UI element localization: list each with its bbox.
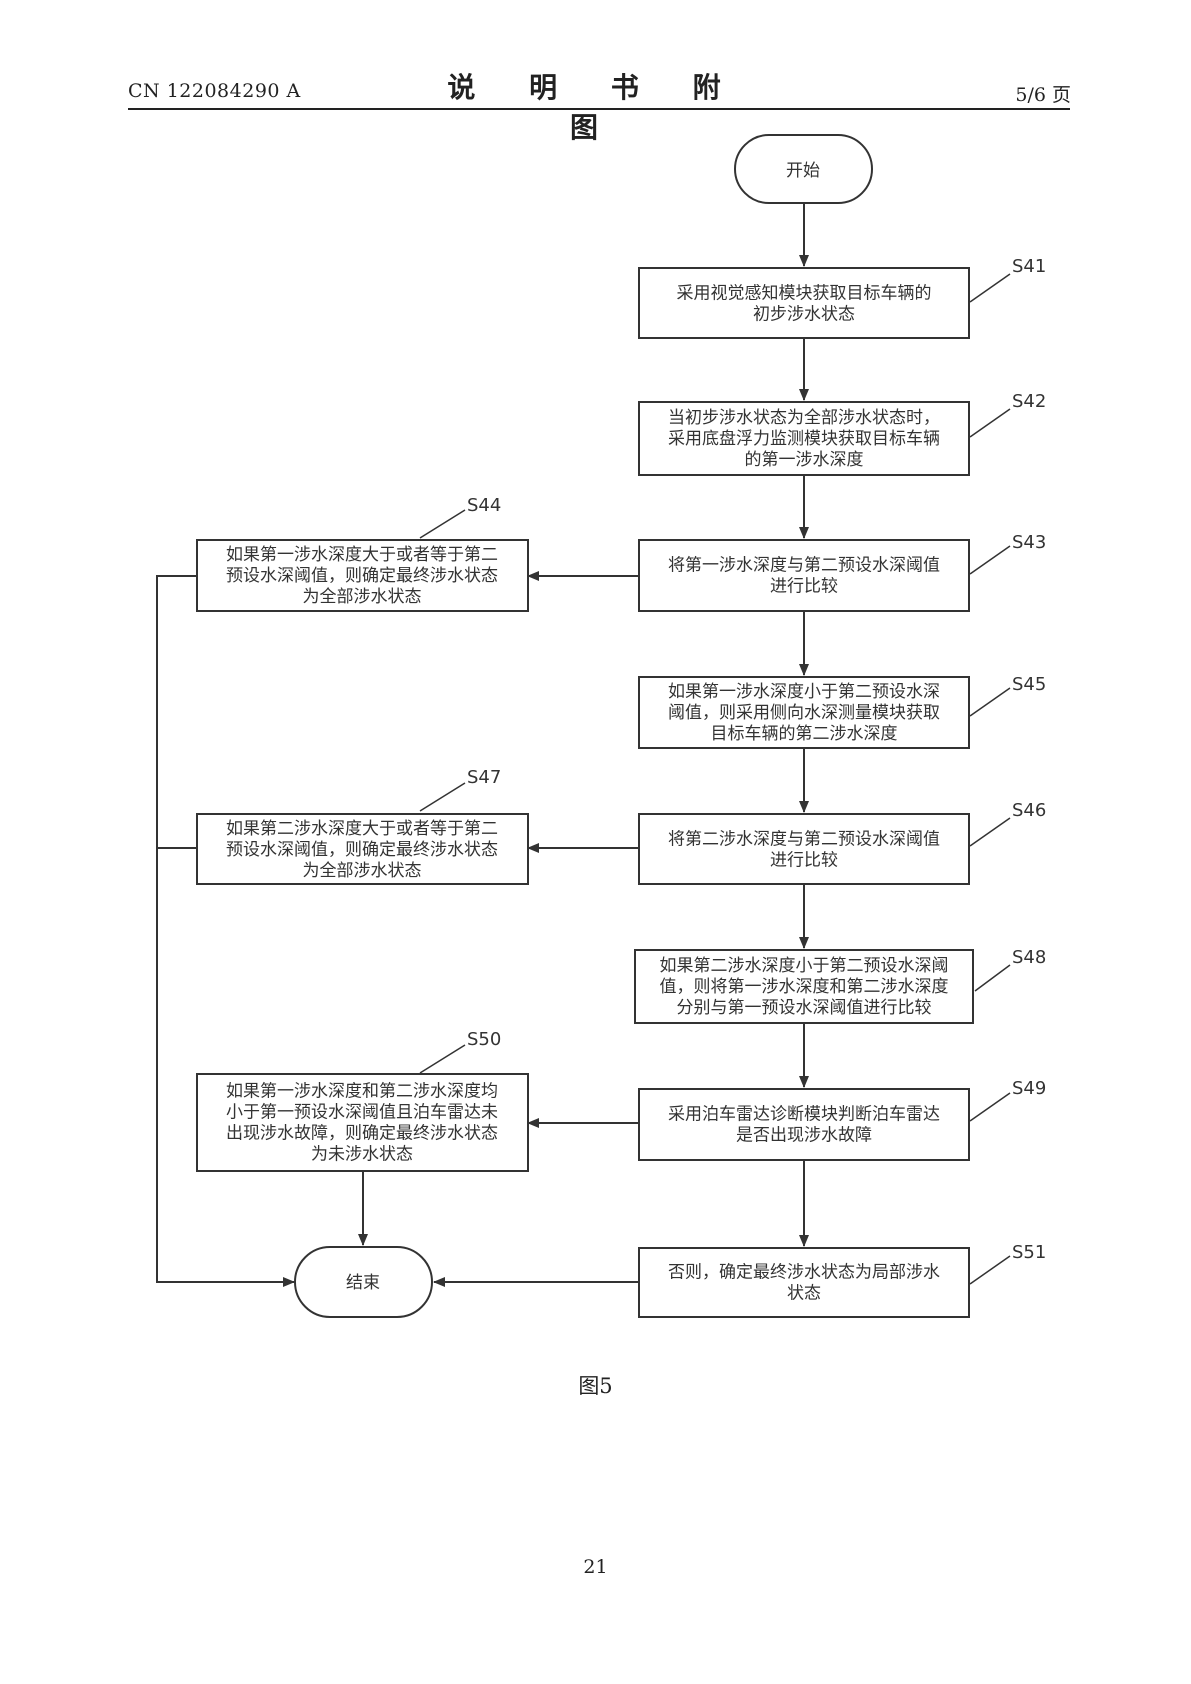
node-text-line: 分别与第一预设水深阈值进行比较 xyxy=(677,998,932,1018)
node-text-line: 出现涉水故障，则确定最终涉水状态 xyxy=(226,1124,498,1144)
page-indicator: 5/6 页 xyxy=(1015,84,1071,106)
label-s43: S43 xyxy=(1012,532,1046,553)
node-end xyxy=(294,1246,433,1318)
node-text-line: 如果第一涉水深度小于第二预设水深 xyxy=(668,682,940,702)
node-text-line: 如果第一涉水深度和第二涉水深度均 xyxy=(226,1082,498,1102)
node-text-line: 采用泊车雷达诊断模块判断泊车雷达 xyxy=(668,1105,940,1125)
node-s45-text: 如果第一涉水深度小于第二预设水深阈值，则采用侧向水深测量模块获取目标车辆的第二涉… xyxy=(668,682,940,744)
node-s48 xyxy=(634,949,974,1024)
node-text-line: 为全部涉水状态 xyxy=(303,587,422,607)
leader-s49 xyxy=(969,1092,1011,1122)
node-s50 xyxy=(196,1073,529,1172)
leader-s47 xyxy=(419,782,466,812)
page-title: 说 明 书 附 图 xyxy=(447,71,743,144)
node-text-line: 如果第一涉水深度大于或者等于第二 xyxy=(226,545,498,565)
node-text-line: 进行比较 xyxy=(770,577,838,597)
node-start-text: 开始 xyxy=(786,161,820,181)
node-text-line: 采用底盘浮力监测模块获取目标车辆 xyxy=(668,429,940,449)
node-s49 xyxy=(638,1088,970,1161)
node-text-line: 为全部涉水状态 xyxy=(303,861,422,881)
node-s43-text: 将第一涉水深度与第二预设水深阈值进行比较 xyxy=(668,556,940,597)
node-end-text: 结束 xyxy=(346,1273,380,1293)
node-s51-text: 否则，确定最终涉水状态为局部涉水状态 xyxy=(668,1263,940,1304)
node-text-line: 是否出现涉水故障 xyxy=(736,1126,872,1146)
label-s46: S46 xyxy=(1012,800,1046,821)
leader-s50 xyxy=(419,1044,466,1074)
node-s45 xyxy=(638,676,970,749)
node-text-line: 将第一涉水深度与第二预设水深阈值 xyxy=(668,556,940,576)
node-s42 xyxy=(638,401,970,476)
node-text-line: 如果第二涉水深度小于第二预设水深阈 xyxy=(660,956,949,976)
header-divider xyxy=(128,108,1070,110)
node-text-line: 预设水深阈值，则确定最终涉水状态 xyxy=(226,840,498,860)
label-s47: S47 xyxy=(467,767,501,788)
node-text-line: 将第二涉水深度与第二预设水深阈值 xyxy=(668,830,940,850)
node-s46 xyxy=(638,813,970,885)
node-s47 xyxy=(196,813,529,885)
label-s41: S41 xyxy=(1012,256,1046,277)
label-s44: S44 xyxy=(467,495,501,516)
label-s49: S49 xyxy=(1012,1078,1046,1099)
node-s44-text: 如果第一涉水深度大于或者等于第二预设水深阈值，则确定最终涉水状态为全部涉水状态 xyxy=(226,545,498,607)
node-s43 xyxy=(638,539,970,612)
node-s48-text: 如果第二涉水深度小于第二预设水深阈值，则将第一涉水深度和第二涉水深度分别与第一预… xyxy=(660,956,949,1018)
node-text-line: 目标车辆的第二涉水深度 xyxy=(711,724,898,744)
node-s47-text: 如果第二涉水深度大于或者等于第二预设水深阈值，则确定最终涉水状态为全部涉水状态 xyxy=(226,819,498,881)
leader-s46 xyxy=(969,817,1011,847)
node-text-line: 小于第一预设水深阈值且泊车雷达未 xyxy=(226,1103,498,1123)
node-s41-text: 采用视觉感知模块获取目标车辆的初步涉水状态 xyxy=(677,284,932,325)
doc-number: CN 122084290 A xyxy=(128,80,301,102)
label-s42: S42 xyxy=(1012,391,1046,412)
leader-s51 xyxy=(969,1255,1011,1285)
label-s50: S50 xyxy=(467,1029,501,1050)
node-s50-text: 如果第一涉水深度和第二涉水深度均小于第一预设水深阈值且泊车雷达未出现涉水故障，则… xyxy=(226,1082,498,1165)
leader-s41 xyxy=(969,273,1011,303)
node-text-line: 结束 xyxy=(346,1273,380,1293)
figure-caption: 图5 xyxy=(578,1374,613,1398)
node-text-line: 进行比较 xyxy=(770,851,838,871)
label-s51: S51 xyxy=(1012,1242,1046,1263)
node-start xyxy=(734,134,873,204)
node-text-line: 开始 xyxy=(786,161,820,181)
label-s48: S48 xyxy=(1012,947,1046,968)
node-s49-text: 采用泊车雷达诊断模块判断泊车雷达是否出现涉水故障 xyxy=(668,1105,940,1146)
leader-s45 xyxy=(969,687,1011,717)
node-text-line: 状态 xyxy=(787,1284,821,1304)
node-text-line: 初步涉水状态 xyxy=(753,305,855,325)
node-text-line: 阈值，则采用侧向水深测量模块获取 xyxy=(668,703,940,723)
node-text-line: 否则，确定最终涉水状态为局部涉水 xyxy=(668,1263,940,1283)
edge-s44-s47-end xyxy=(156,575,295,1287)
node-text-line: 如果第二涉水深度大于或者等于第二 xyxy=(226,819,498,839)
node-text-line: 为未涉水状态 xyxy=(311,1145,413,1165)
node-s42-text: 当初步涉水状态为全部涉水状态时，采用底盘浮力监测模块获取目标车辆的第一涉水深度 xyxy=(668,408,940,470)
node-text-line: 值，则将第一涉水深度和第二涉水深度 xyxy=(660,977,949,997)
leader-s42 xyxy=(969,408,1011,438)
node-text-line: 预设水深阈值，则确定最终涉水状态 xyxy=(226,566,498,586)
node-text-line: 的第一涉水深度 xyxy=(745,450,864,470)
node-text-line: 当初步涉水状态为全部涉水状态时， xyxy=(668,408,940,428)
leader-s44 xyxy=(419,509,466,539)
label-s45: S45 xyxy=(1012,674,1046,695)
node-s44 xyxy=(196,539,529,612)
node-s46-text: 将第二涉水深度与第二预设水深阈值进行比较 xyxy=(668,830,940,871)
node-text-line: 采用视觉感知模块获取目标车辆的 xyxy=(677,284,932,304)
node-s41 xyxy=(638,267,970,339)
leader-s43 xyxy=(969,545,1011,575)
page-number: 21 xyxy=(583,1556,608,1578)
node-s51 xyxy=(638,1247,970,1318)
leader-s48 xyxy=(974,964,1011,992)
